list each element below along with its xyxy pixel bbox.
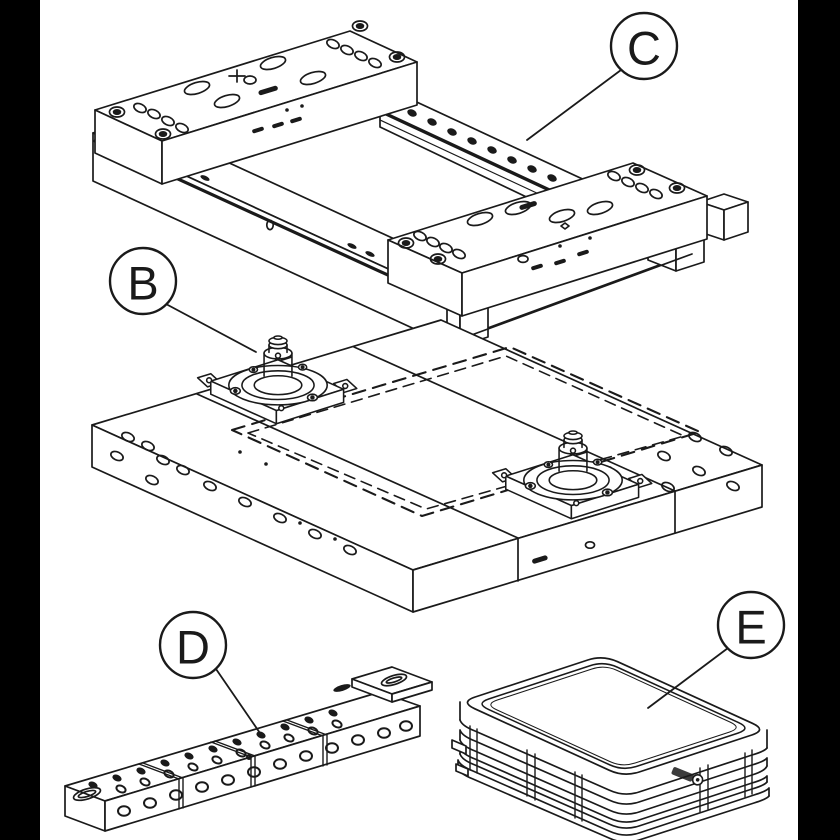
callout-d: D xyxy=(158,610,263,737)
manufacturer-logo-mark xyxy=(671,767,704,786)
callout-circle-e xyxy=(716,590,786,660)
callout-label-c: C xyxy=(627,22,661,75)
callouts: C B D E xyxy=(108,11,786,737)
leader-line-e xyxy=(647,647,729,709)
leader-line-d xyxy=(215,668,263,737)
callout-label-e: E xyxy=(735,601,766,654)
callout-b: B xyxy=(108,246,257,353)
pallet-position-dashed-outline xyxy=(230,345,702,518)
plate-front-marks xyxy=(517,236,592,271)
plate-hole-pattern xyxy=(110,431,740,564)
part-c-base-frame-assembly xyxy=(92,20,749,347)
part-b-chuck-plate-assembly xyxy=(91,319,763,613)
lower-clamping-plate xyxy=(387,162,708,317)
rail-segment-seams xyxy=(138,719,328,810)
base-plate xyxy=(91,319,763,613)
callout-c: C xyxy=(526,11,679,141)
right-matte-bar xyxy=(798,0,840,840)
callout-label-d: D xyxy=(176,621,210,674)
leader-line-b xyxy=(165,303,257,353)
rail-front-holes xyxy=(117,720,413,817)
rail-top-holes xyxy=(88,709,338,789)
callout-circle-d xyxy=(158,610,228,680)
callout-label-b: B xyxy=(127,257,158,310)
leader-line-c xyxy=(526,69,622,141)
rail-top-holes-row2 xyxy=(115,719,343,794)
upper-clamping-plate xyxy=(94,20,418,185)
callout-e: E xyxy=(647,590,786,709)
part-e-pallet-stack xyxy=(451,657,770,840)
corner-latch xyxy=(451,739,469,777)
part-d-segmented-rail xyxy=(64,666,433,832)
left-matte-bar xyxy=(0,0,40,840)
plate-front-marks xyxy=(252,104,304,134)
plate-holes xyxy=(108,20,406,140)
pallet-tray xyxy=(459,657,768,795)
rail-end-block xyxy=(333,666,433,703)
callout-circle-c xyxy=(609,11,679,81)
plate-holes xyxy=(397,164,686,265)
callout-circle-b xyxy=(108,246,178,316)
